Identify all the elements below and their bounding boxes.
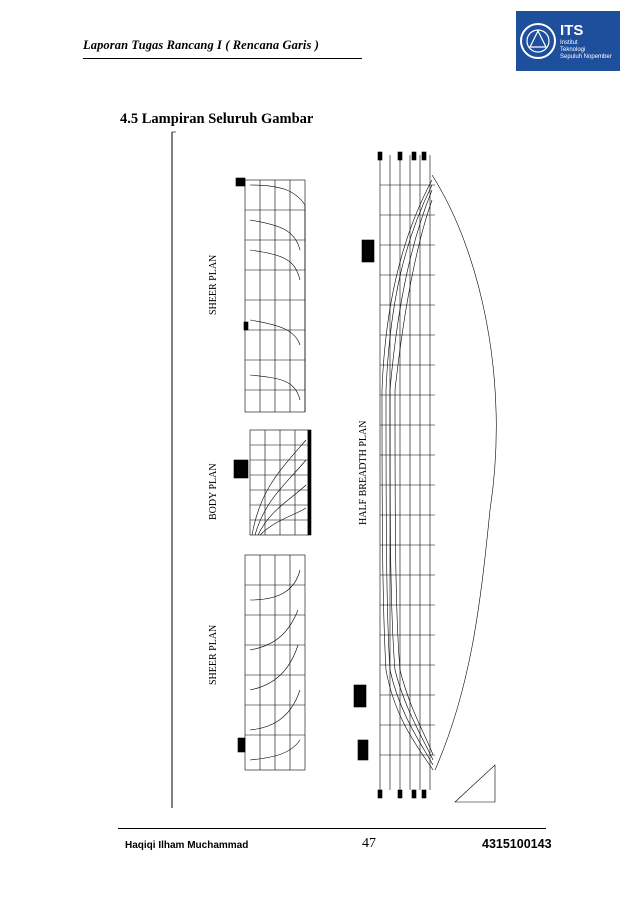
logo-line-1: Institut	[560, 40, 578, 46]
sheer-plan-upper-label: SHEER PLAN	[208, 255, 219, 315]
body-plan-label: BODY PLAN	[208, 463, 219, 520]
footer-divider	[118, 828, 546, 829]
lines-plan-drawing: SHEER PLAN BODY PLAN SHEER PLAN HALF BRE…	[171, 131, 497, 808]
sheer-plan-lower-label: SHEER PLAN	[208, 625, 219, 685]
footer-author-name: Haqiqi Ilham Muchammad	[125, 840, 249, 851]
header-divider	[83, 58, 362, 59]
logo-line-3: Sepuluh Nopember	[560, 54, 612, 60]
its-logo-icon: ITS Institut Teknologi Sepuluh Nopember	[516, 11, 620, 71]
logo-line-2: Teknologi	[560, 47, 585, 53]
half-breadth-plan-label: HALF BREADTH PLAN	[358, 421, 369, 525]
page-number: 47	[362, 836, 376, 851]
sheer-plan-lower	[237, 554, 306, 771]
half-breadth-plan	[353, 151, 497, 803]
sheer-plan-upper	[235, 177, 306, 413]
logo-brand: ITS	[560, 22, 583, 39]
section-title: 4.5 Lampiran Seluruh Gambar	[120, 111, 314, 127]
report-header-title: Laporan Tugas Rancang I ( Rencana Garis …	[83, 38, 319, 52]
body-plan	[233, 429, 312, 536]
footer-student-id: 4315100143	[482, 837, 552, 851]
